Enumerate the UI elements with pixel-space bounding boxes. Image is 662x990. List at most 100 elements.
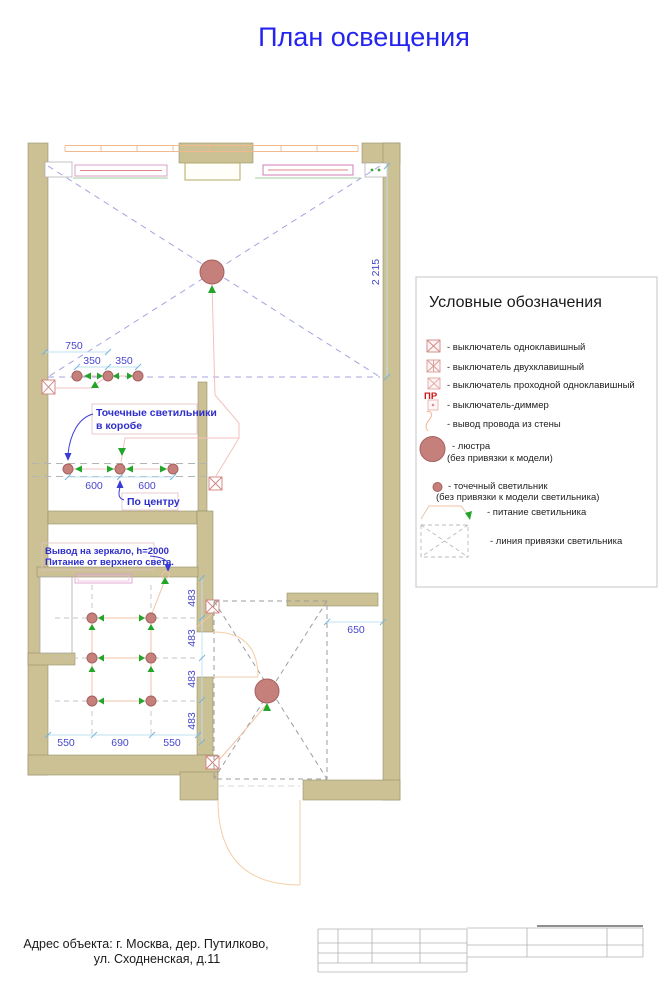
legend-binding-line-icon: [420, 524, 469, 558]
legend-light-power-icon: [420, 505, 472, 520]
chandelier-hall: [254, 678, 280, 704]
legend-item-label: - вывод провода из стены: [447, 419, 561, 430]
windows: [44, 145, 388, 181]
wires-hall: [218, 703, 268, 761]
bathroom-grid: [55, 585, 198, 735]
spot-light: [145, 695, 157, 707]
ceiling-box-lines: [32, 462, 207, 478]
address-line1: Адрес объекта: г. Москва, дер. Путилково…: [23, 937, 268, 951]
legend-item-label: - люстра: [452, 441, 491, 452]
dim-550a: 550: [57, 737, 75, 749]
wall-top-pier: [178, 142, 254, 164]
radiator-left: [74, 164, 168, 177]
wall-right: [382, 142, 401, 801]
wall-left: [27, 142, 49, 776]
annotation-spotlights-1: Точечные светильники: [96, 407, 217, 419]
dim-750: 750: [65, 340, 83, 352]
dimensions-bathroom: 483 483 483 483 550 690 550: [44, 574, 206, 749]
footer: Адрес объекта: г. Москва, дер. Путилково…: [23, 925, 644, 973]
vent-dot: [370, 168, 374, 172]
legend-dimmer-icon: [427, 399, 439, 411]
spot-light: [62, 463, 74, 475]
wire-outlet-squiggle: [161, 570, 170, 580]
wires-bathroom: [91, 570, 213, 702]
walls: [27, 142, 401, 801]
legend-title: Условные обозначения: [429, 294, 602, 311]
wall-bathroom-top: [36, 566, 199, 578]
legend-item-label: - выключатель двухклавишный: [447, 362, 584, 373]
dim-2215: 2 215: [370, 259, 382, 285]
legend-item-label2: (без привязки к модели): [447, 453, 553, 464]
legend-wire-outlet-icon: [425, 410, 433, 432]
wall-mid-horizontal: [47, 510, 198, 525]
switch-single-icon: [208, 476, 223, 491]
dim-550b: 550: [163, 737, 181, 749]
dim-483-3: 483: [186, 670, 198, 688]
dim-690: 690: [111, 737, 129, 749]
wire-arrow-hall: [263, 703, 271, 711]
switch-single-icon: [41, 379, 56, 395]
spot-light: [86, 612, 98, 624]
wire-direction-arrows-main: [75, 285, 216, 473]
bathroom-fixture-box: [39, 576, 73, 654]
window-jamb-box: [44, 161, 73, 178]
legend-switch-pass-icon: [427, 377, 441, 390]
wall-column-upper: [196, 510, 214, 633]
wall-hall-top: [286, 592, 379, 607]
wires-main-room: [55, 283, 240, 477]
spot-light: [145, 612, 157, 624]
wall-thin-vertical: [197, 381, 208, 512]
annotation-arrow-spotlights: [67, 413, 94, 455]
legend-item-label: - линия привязки светильника: [490, 536, 623, 547]
dimension-650: 650: [323, 618, 387, 636]
spot-light: [71, 370, 83, 382]
spot-light: [102, 370, 114, 382]
dim-600a: 600: [85, 480, 103, 492]
dimensions-main: 750 350 350 600 600 2 215: [41, 162, 391, 492]
wall-left-stub: [27, 652, 76, 666]
legend-item-label: - выключатель одноклавишный: [447, 342, 585, 353]
legend-box: [415, 276, 658, 588]
doors: [212, 631, 301, 886]
wall-entry-left-block: [179, 771, 219, 801]
annotation-center: По центру: [127, 496, 180, 508]
switch-single-icon: [205, 599, 220, 614]
page-title: План освещения: [258, 22, 470, 52]
legend-pr-tag: ПР: [424, 391, 438, 402]
legend: Условные обозначения - выключатель однок…: [415, 276, 658, 588]
annotation-spotlights-2: в коробе: [96, 420, 142, 432]
title-block-table: [317, 927, 644, 973]
chandelier: [199, 259, 225, 285]
legend-item-label: - точечный светильник: [448, 481, 548, 492]
annotation-box-spotlights: [91, 403, 198, 435]
annotations: Точечные светильники в коробе По центру …: [41, 403, 217, 572]
switch-single-icon: [205, 755, 220, 770]
door-entrance: [217, 799, 301, 886]
lights-main-room: [62, 259, 225, 475]
legend-switch-single-icon: [426, 339, 441, 353]
radiator-right: [262, 164, 354, 176]
legend-item-label: - выключатель проходной одноклавишный: [447, 380, 635, 391]
dim-350a: 350: [83, 355, 101, 367]
spot-light: [86, 695, 98, 707]
mirror: [74, 573, 133, 584]
wall-column-lower: [196, 676, 214, 756]
dim-483-2: 483: [186, 629, 198, 647]
legend-item-label: - выключатель-диммер: [447, 400, 549, 411]
spot-light: [114, 463, 126, 475]
wall-entry-right: [302, 779, 401, 801]
legend-item-label2: (без привязки к модели светильника): [436, 492, 599, 503]
annotation-box-center: [121, 492, 179, 511]
door-hall-interior: [212, 631, 259, 678]
address-line2: ул. Сходненская, д.11: [94, 952, 221, 966]
balcony-door-box: [184, 162, 241, 181]
vent-dot: [377, 168, 381, 172]
vent-box: [364, 162, 388, 178]
annotation-arrow-mirror: [149, 555, 169, 566]
spot-light: [132, 370, 144, 382]
annotation-arrow-center: [118, 486, 125, 501]
spot-light: [145, 652, 157, 664]
lights-bathroom: [86, 612, 157, 707]
